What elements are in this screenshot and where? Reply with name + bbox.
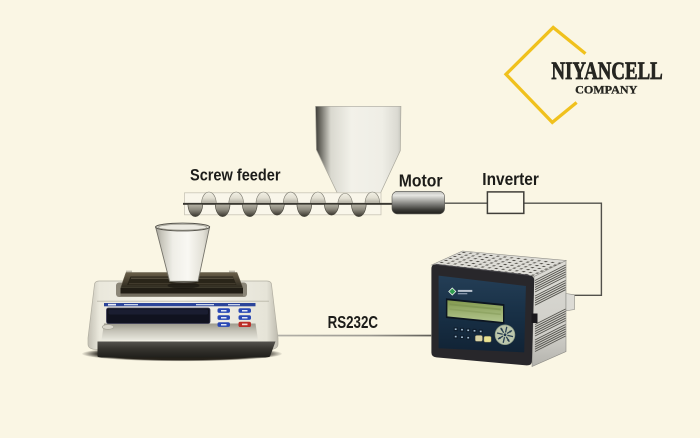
svg-text:Inverter: Inverter (482, 169, 539, 189)
svg-text:COMPANY: COMPANY (575, 85, 637, 97)
svg-text:Motor: Motor (399, 171, 443, 191)
svg-text:RS232C: RS232C (328, 312, 379, 332)
svg-text:Screw feeder: Screw feeder (190, 165, 281, 184)
svg-text:NIYANCELL: NIYANCELL (551, 58, 662, 85)
